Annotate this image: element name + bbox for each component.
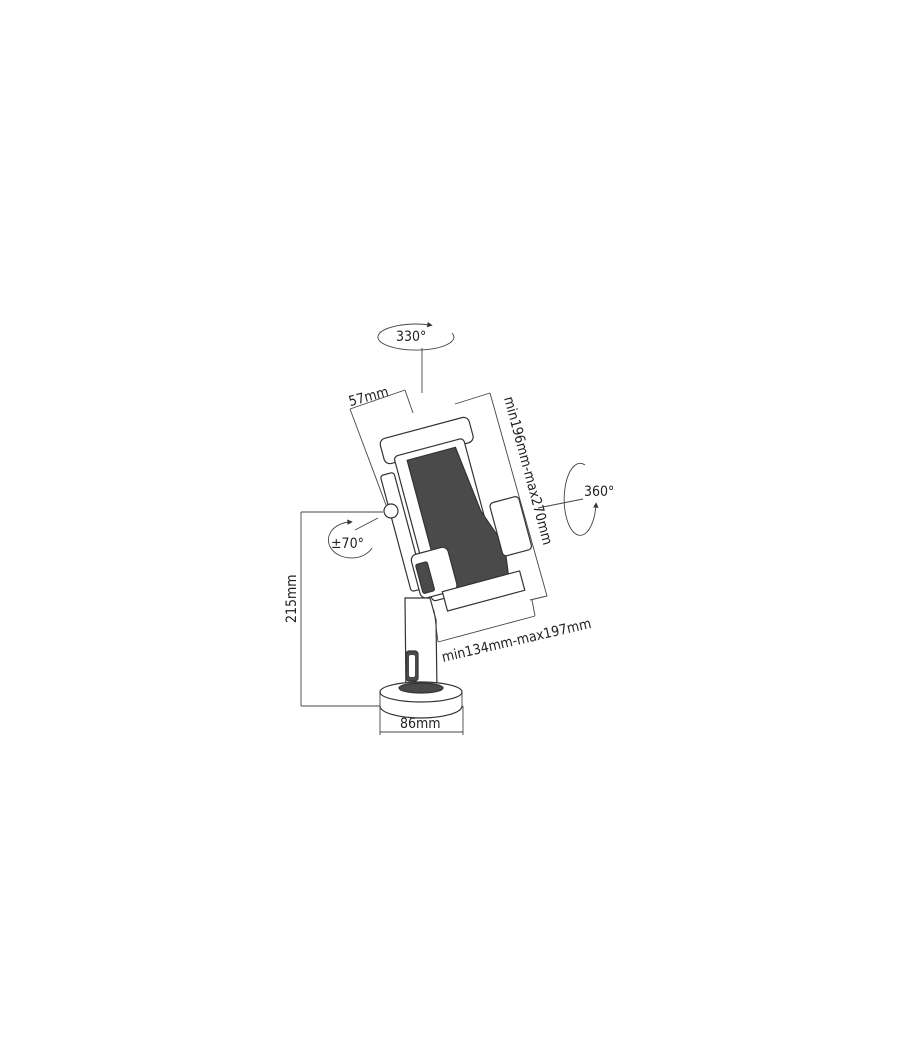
swivel-label: 330° (396, 329, 426, 345)
clamp-width-dimension: min134mm-max197mm (433, 599, 593, 666)
height-label: 215mm (284, 574, 300, 623)
rotation-label: 360° (584, 484, 614, 500)
base-diameter-label: 86mm (400, 716, 441, 732)
swivel-330-indicator: 330° (377, 321, 455, 393)
clamp-width-label: min134mm-max197mm (440, 616, 593, 666)
base-diameter-dimension: 86mm (379, 706, 464, 735)
tilt-indicator: ±70° (327, 517, 379, 559)
depth-label: 57mm (347, 384, 390, 410)
tablet-holder (379, 416, 533, 612)
height-dimension: 215mm (284, 511, 383, 707)
ball-joint (383, 503, 399, 519)
stand-pole (404, 597, 438, 691)
rotation-indicator: 360° (537, 462, 614, 536)
stand-base (379, 681, 463, 719)
tilt-label: ±70° (331, 536, 364, 552)
